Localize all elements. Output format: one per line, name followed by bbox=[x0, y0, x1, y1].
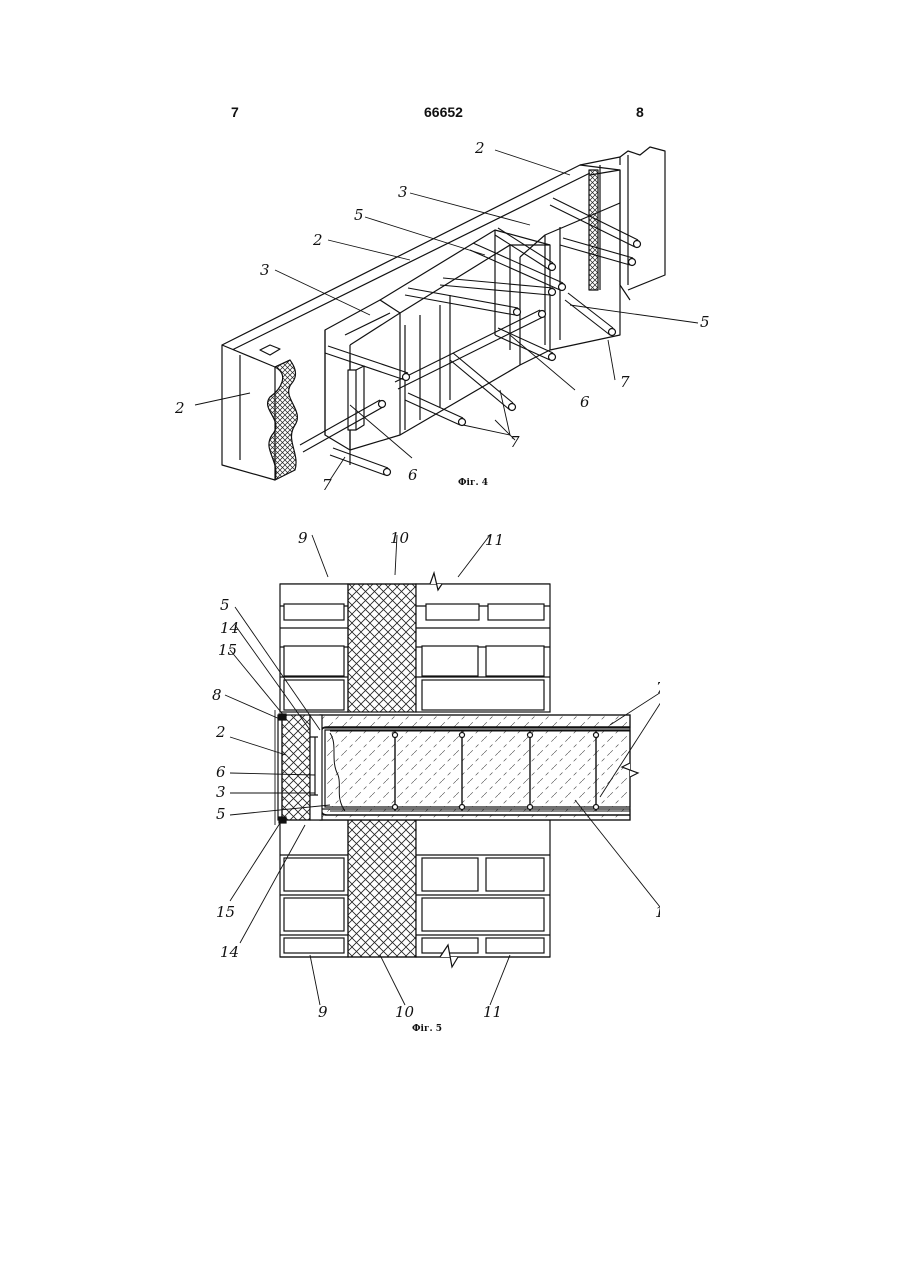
fig5-label-7: 7 bbox=[656, 679, 660, 697]
fig5-label-5-b: 5 bbox=[216, 805, 226, 823]
fig4-label-3-mid: 3 bbox=[260, 261, 270, 279]
fig5-label-3: 3 bbox=[216, 783, 226, 801]
fig5-label-10-bottom: 10 bbox=[395, 1003, 415, 1021]
figure-4-caption: Фіг. 4 bbox=[458, 478, 488, 488]
fig4-label-6-bottom: 6 bbox=[408, 466, 418, 484]
fig5-label-15-a: 15 bbox=[218, 641, 237, 659]
fig5-label-2: 2 bbox=[215, 723, 226, 741]
fig4-label-7-left: 7 bbox=[322, 476, 332, 490]
patent-number: 66652 bbox=[424, 104, 463, 120]
fig5-label-15-b: 15 bbox=[216, 903, 235, 921]
fig4-label-7-bottom: 7 bbox=[510, 433, 520, 451]
fig5-label-5-a: 5 bbox=[220, 596, 230, 614]
figure-4-drawing: 2 3 5 2 3 5 7 6 2 7 6 7 bbox=[150, 135, 750, 490]
page-number-left: 7 bbox=[231, 104, 239, 120]
fig4-label-3-top: 3 bbox=[398, 183, 408, 201]
fig5-label-14-b: 14 bbox=[220, 943, 239, 961]
fig5-label-1: 1 bbox=[655, 903, 660, 921]
fig5-label-9-top: 9 bbox=[298, 529, 308, 547]
fig4-label-5-right: 5 bbox=[700, 313, 710, 331]
fig5-label-11-top: 11 bbox=[485, 531, 504, 549]
fig5-label-6: 6 bbox=[216, 763, 226, 781]
fig5-label-8: 8 bbox=[212, 686, 222, 704]
figure-5-drawing: 9 10 11 5 14 15 8 2 6 3 5 15 14 7 1 9 10… bbox=[190, 515, 660, 1025]
fig4-label-5-top: 5 bbox=[354, 206, 364, 224]
fig5-label-9-bottom: 9 bbox=[318, 1003, 328, 1021]
figure-5-caption: Фіг. 5 bbox=[412, 1024, 442, 1034]
fig4-label-2-mid: 2 bbox=[312, 231, 323, 249]
fig4-label-2-top: 2 bbox=[474, 139, 485, 157]
fig5-label-11-bottom: 11 bbox=[483, 1003, 502, 1021]
fig4-label-7-right: 7 bbox=[620, 373, 630, 391]
fig4-label-2-left: 2 bbox=[174, 399, 185, 417]
fig4-label-6-right: 6 bbox=[580, 393, 590, 411]
page-number-right: 8 bbox=[636, 104, 644, 120]
fig5-label-10-top: 10 bbox=[390, 529, 410, 547]
fig5-label-14-a: 14 bbox=[220, 619, 239, 637]
